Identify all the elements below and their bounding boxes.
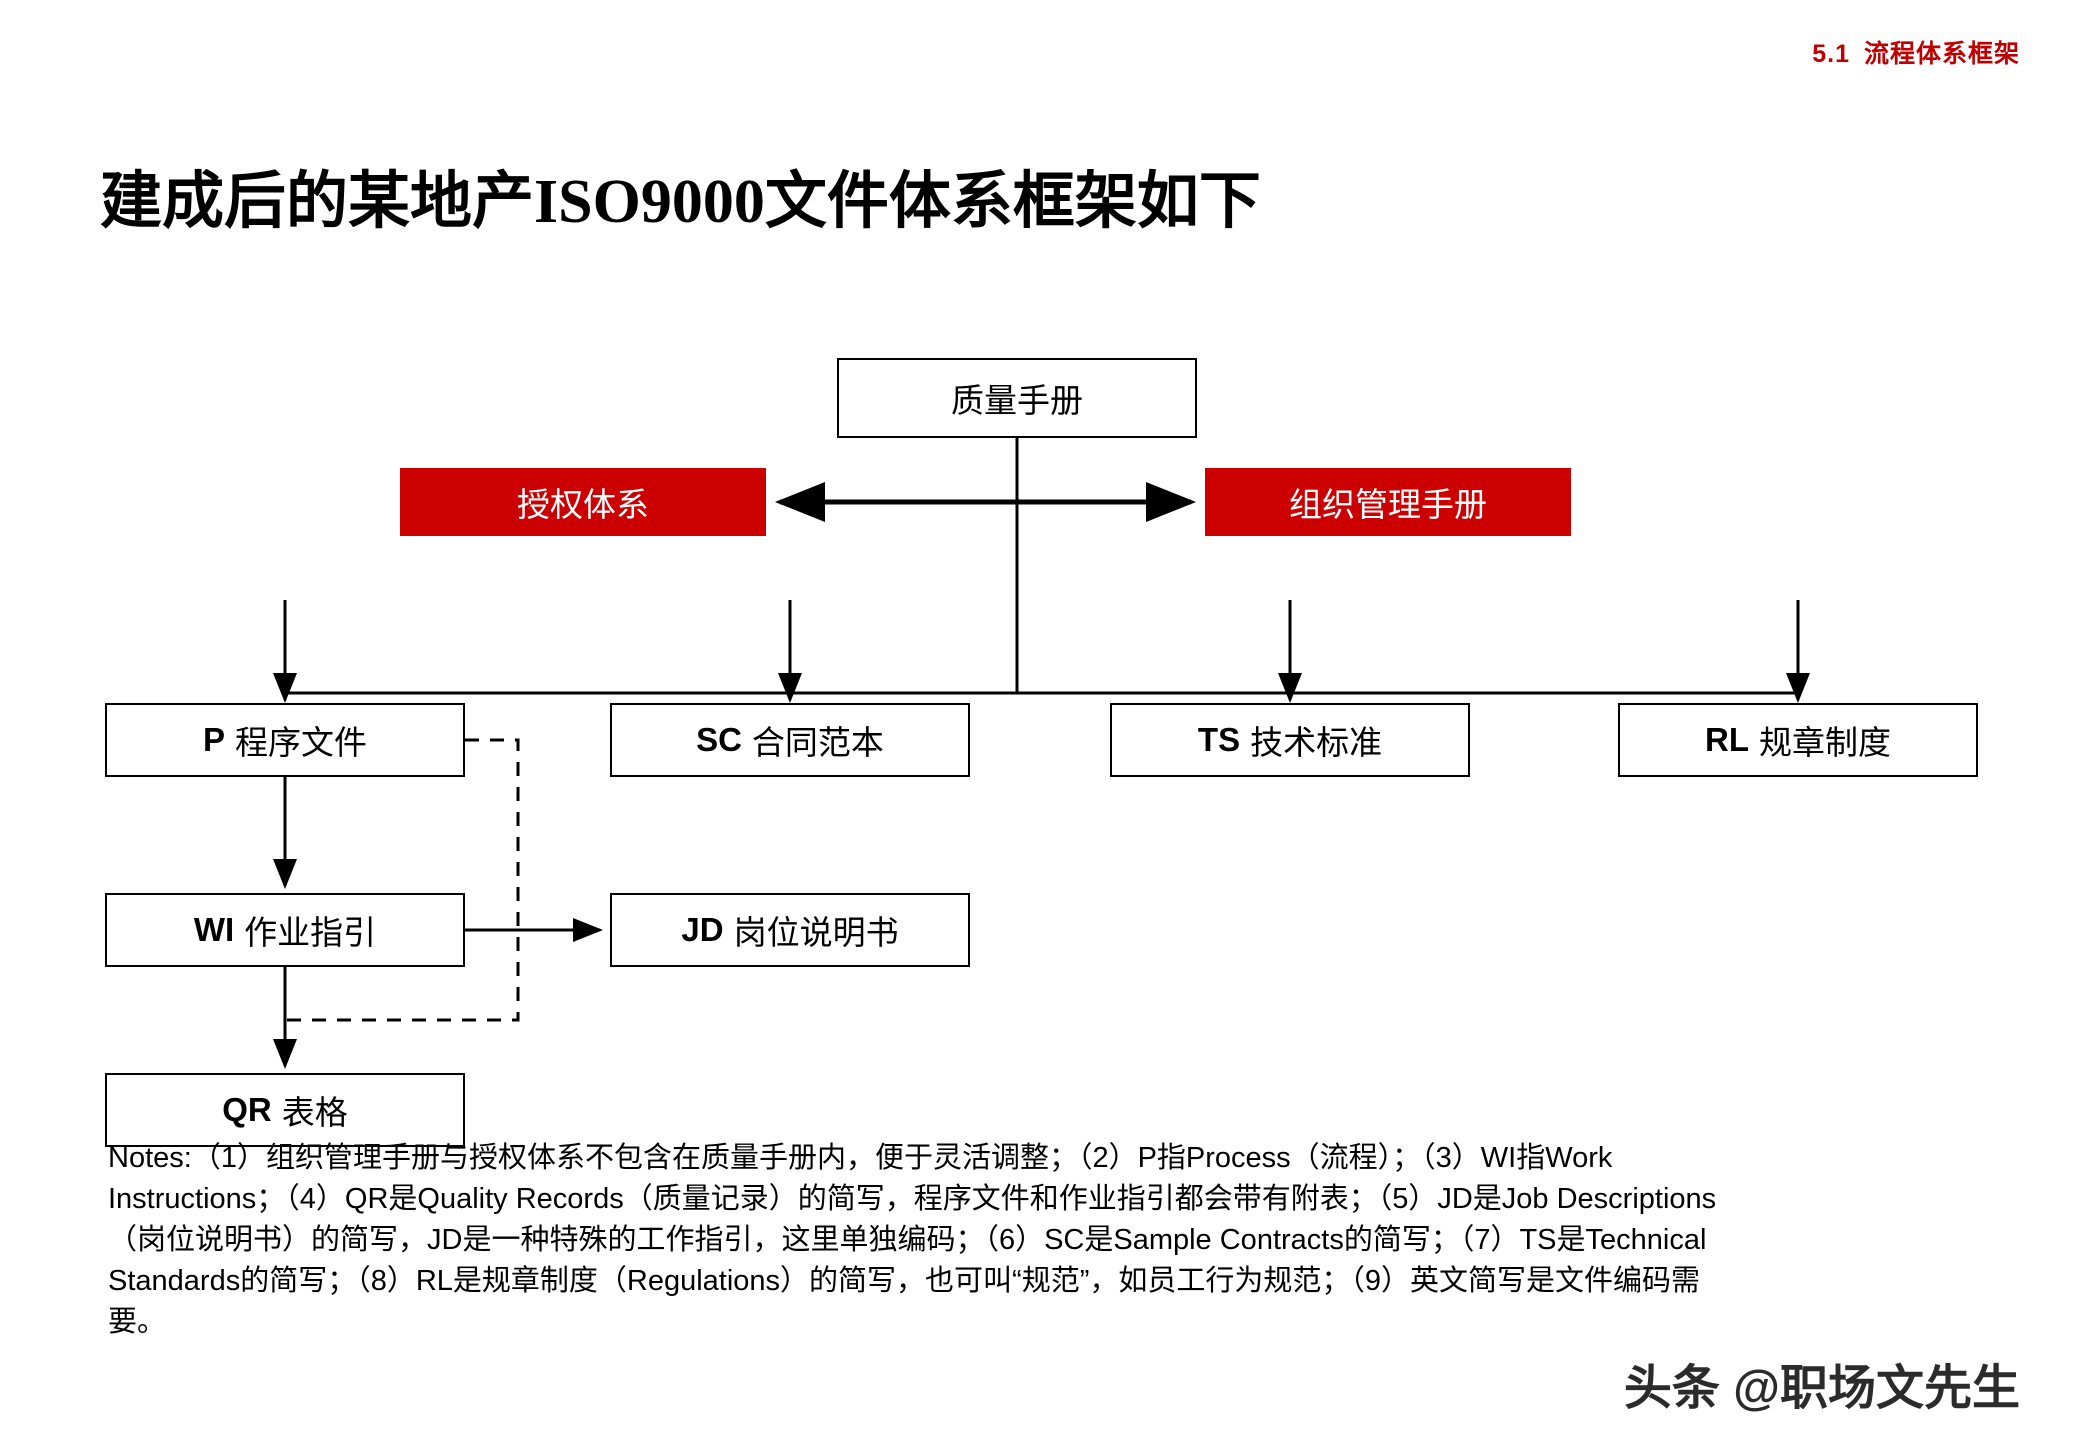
node-label: 组织管理手册 [1289, 488, 1487, 524]
node-label: 岗位说明书 [733, 916, 899, 952]
node-wi-work-instructions[interactable]: WI 作业指引 [105, 893, 465, 967]
page-title: 建成后的某地产ISO9000文件体系框架如下 [100, 168, 1261, 236]
edge-p-to-qr-dashed [285, 738, 520, 1022]
notes-line: Standards的简写；（8）RL是规章制度（Regulations）的简写，… [108, 1265, 1701, 1297]
node-label: 质量手册 [951, 384, 1083, 420]
node-sc-sample-contracts[interactable]: SC 合同范本 [610, 703, 970, 777]
node-label: 授权体系 [517, 488, 649, 524]
notes-line: Instructions；（4）QR是Quality Records（质量记录）… [108, 1183, 1717, 1215]
node-code: P [202, 721, 225, 758]
node-label: 表格 [281, 1096, 348, 1132]
node-label: 程序文件 [235, 726, 367, 762]
node-rl-regulations[interactable]: RL 规章制度 [1618, 703, 1978, 777]
notes-line: Notes:（1）组织管理手册与授权体系不包含在质量手册内，便于灵活调整；（2）… [108, 1142, 1613, 1174]
notes-line: 要。 [108, 1306, 167, 1338]
node-label: 技术标准 [1250, 726, 1383, 762]
node-quality-manual[interactable]: 质量手册 [837, 358, 1197, 438]
node-label: 合同范本 [751, 726, 884, 762]
node-organization-management-manual[interactable]: 组织管理手册 [1205, 468, 1571, 536]
node-label: 规章制度 [1759, 726, 1891, 762]
section-title: 流程体系框架 [1863, 40, 2020, 68]
node-ts-technical-standards[interactable]: TS 技术标准 [1110, 703, 1470, 777]
node-code: TS [1197, 721, 1241, 758]
node-label: 作业指引 [244, 916, 377, 952]
node-jd-job-descriptions[interactable]: JD 岗位说明书 [610, 893, 970, 967]
node-p-procedure-documents[interactable]: P 程序文件 [105, 703, 465, 777]
node-code: SC [696, 721, 742, 758]
watermark: 头条 @职场文先生 [1623, 1362, 2020, 1415]
node-code: QR [222, 1091, 272, 1128]
notes-block: Notes:（1）组织管理手册与授权体系不包含在质量手册内，便于灵活调整；（2）… [108, 1138, 2008, 1343]
node-authorization-system[interactable]: 授权体系 [400, 468, 766, 536]
node-code: WI [193, 911, 235, 948]
slide-section-header: 5.1 流程体系框架 [1812, 34, 2020, 70]
node-code: JD [681, 911, 724, 948]
node-code: RL [1705, 721, 1749, 758]
section-number: 5.1 [1812, 40, 1850, 68]
notes-line: （岗位说明书）的简写，JD是一种特殊的工作指引，这里单独编码；（6）SC是Sam… [108, 1224, 1707, 1256]
node-qr-quality-records[interactable]: QR 表格 [105, 1073, 465, 1147]
